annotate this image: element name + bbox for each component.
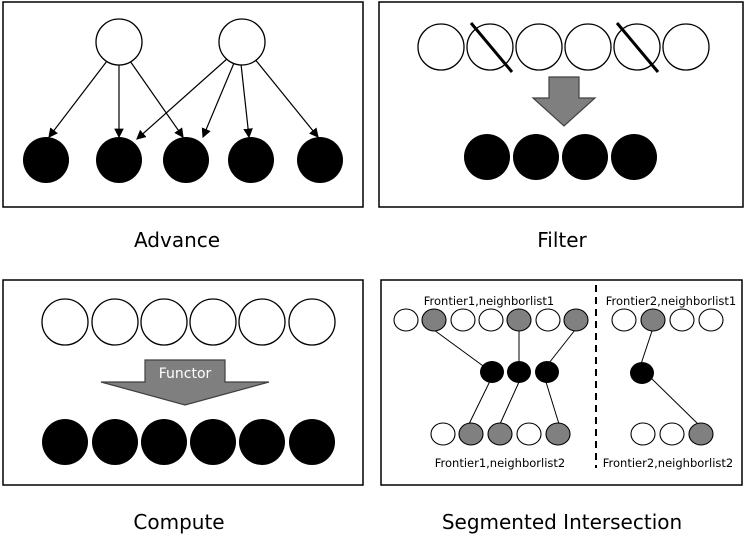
advance-edge bbox=[253, 57, 319, 138]
compute-input-node bbox=[189, 298, 237, 346]
matched-neighbor-node bbox=[688, 422, 714, 446]
advance-caption: Advance bbox=[134, 228, 220, 252]
advance-edge bbox=[129, 60, 184, 138]
compute-output-node bbox=[92, 419, 138, 465]
intersection-edge bbox=[548, 329, 576, 364]
filter-output-node bbox=[464, 134, 510, 180]
neighbor-node bbox=[535, 308, 561, 332]
advance-output-node bbox=[163, 137, 209, 183]
intersection-result-node bbox=[535, 361, 559, 383]
neighbor-node bbox=[611, 308, 637, 332]
compute-input-node bbox=[238, 298, 286, 346]
filter-strike bbox=[615, 22, 660, 73]
compute-input-node bbox=[140, 298, 188, 346]
intersection-result-node bbox=[480, 361, 504, 383]
neighbor-node bbox=[669, 308, 695, 332]
intersection-edge bbox=[545, 381, 560, 425]
neighbor-node bbox=[430, 422, 456, 446]
segmented-panel: Frontier1,neighborlist1 Frontier2,neighb… bbox=[380, 279, 743, 486]
intersection-result-node bbox=[507, 361, 531, 383]
compute-caption: Compute bbox=[133, 510, 224, 534]
segmented-caption: Segmented Intersection bbox=[442, 510, 682, 534]
compute-input-node bbox=[91, 298, 139, 346]
matched-neighbor-node bbox=[421, 308, 447, 332]
advance-edge bbox=[136, 57, 229, 140]
label-frontier2-neighborlist2: Frontier2,neighborlist2 bbox=[603, 456, 733, 470]
intersection-edge bbox=[468, 380, 491, 425]
advance-panel bbox=[2, 1, 364, 208]
compute-input-node bbox=[41, 298, 89, 346]
advance-output-node bbox=[228, 137, 274, 183]
label-frontier1-neighborlist2: Frontier1,neighborlist2 bbox=[435, 456, 565, 470]
label-frontier1-neighborlist1: Frontier1,neighborlist1 bbox=[424, 294, 554, 308]
matched-neighbor-node bbox=[458, 422, 484, 446]
intersection-edge bbox=[640, 330, 653, 365]
filter-output-node bbox=[513, 134, 559, 180]
filter-output-node bbox=[611, 134, 657, 180]
compute-output-node bbox=[289, 419, 335, 465]
filter-input-node bbox=[564, 23, 612, 71]
intersection-result-node bbox=[630, 362, 654, 384]
advance-edge bbox=[201, 62, 235, 139]
advance-edges bbox=[48, 57, 319, 140]
filter-input-node bbox=[515, 23, 563, 71]
compute-functor-arrow bbox=[100, 359, 270, 406]
filter-caption: Filter bbox=[537, 228, 587, 252]
intersection-edge bbox=[433, 329, 491, 372]
functor-label: Functor bbox=[159, 366, 212, 382]
neighbor-node bbox=[659, 422, 685, 446]
neighbor-node bbox=[516, 422, 542, 446]
filter-input-node bbox=[662, 23, 710, 71]
compute-output-node bbox=[239, 419, 285, 465]
matched-neighbor-node bbox=[487, 422, 513, 446]
advance-source-node bbox=[95, 18, 143, 66]
filter-down-arrow bbox=[531, 76, 597, 127]
neighbor-node bbox=[393, 308, 419, 332]
advance-output-node bbox=[297, 137, 343, 183]
advance-edge bbox=[240, 63, 253, 139]
matched-neighbor-node bbox=[506, 308, 532, 332]
filter-output-node bbox=[562, 134, 608, 180]
matched-neighbor-node bbox=[563, 308, 589, 332]
compute-output-node bbox=[190, 419, 236, 465]
compute-input-node bbox=[288, 298, 336, 346]
compute-panel: Functor bbox=[2, 279, 364, 486]
intersection-edge bbox=[499, 381, 520, 425]
advance-output-node bbox=[96, 137, 142, 183]
filter-panel bbox=[378, 1, 744, 208]
matched-neighbor-node bbox=[640, 308, 666, 332]
intersection-edge bbox=[650, 377, 699, 425]
matched-neighbor-node bbox=[545, 422, 571, 446]
advance-output-node bbox=[23, 137, 69, 183]
intersection-edges bbox=[433, 329, 699, 425]
filter-strike bbox=[469, 22, 514, 73]
filter-input-node bbox=[417, 23, 465, 71]
neighbor-node bbox=[478, 308, 504, 332]
label-frontier2-neighborlist1: Frontier2,neighborlist1 bbox=[606, 294, 736, 308]
neighbor-node bbox=[450, 308, 476, 332]
compute-output-node bbox=[141, 419, 187, 465]
neighbor-node bbox=[630, 422, 656, 446]
compute-output-node bbox=[42, 419, 88, 465]
neighbor-node bbox=[698, 308, 724, 332]
advance-source-node bbox=[218, 18, 266, 66]
advance-edge bbox=[48, 60, 108, 138]
